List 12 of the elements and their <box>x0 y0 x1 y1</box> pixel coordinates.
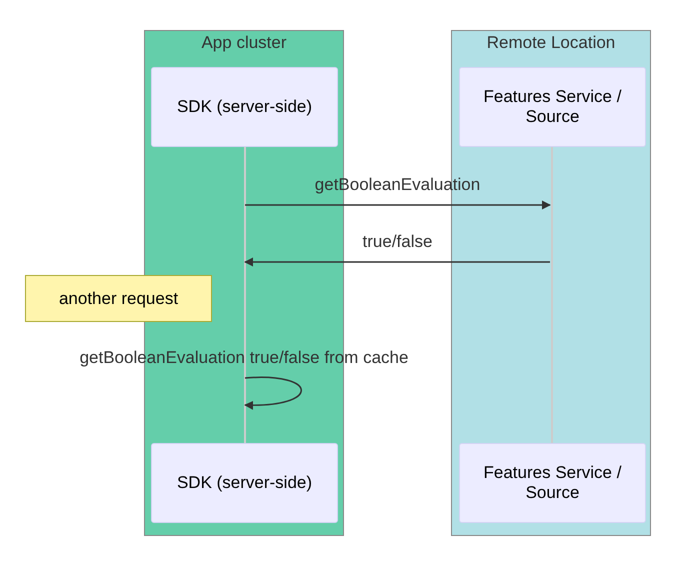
note-box: another request <box>25 275 212 322</box>
participant-box: SDK (server-side) <box>151 67 338 147</box>
participant-box: Features Service / Source <box>459 443 646 523</box>
lifeline <box>244 147 246 443</box>
edge-label: true/false <box>362 232 432 252</box>
participant-box: SDK (server-side) <box>151 443 338 523</box>
group-title: Remote Location <box>486 33 616 53</box>
group-title: App cluster <box>200 33 288 53</box>
arrow <box>245 200 551 210</box>
arrow <box>244 258 550 266</box>
arrow <box>244 376 302 410</box>
participant-box: Features Service / Source <box>459 67 646 147</box>
